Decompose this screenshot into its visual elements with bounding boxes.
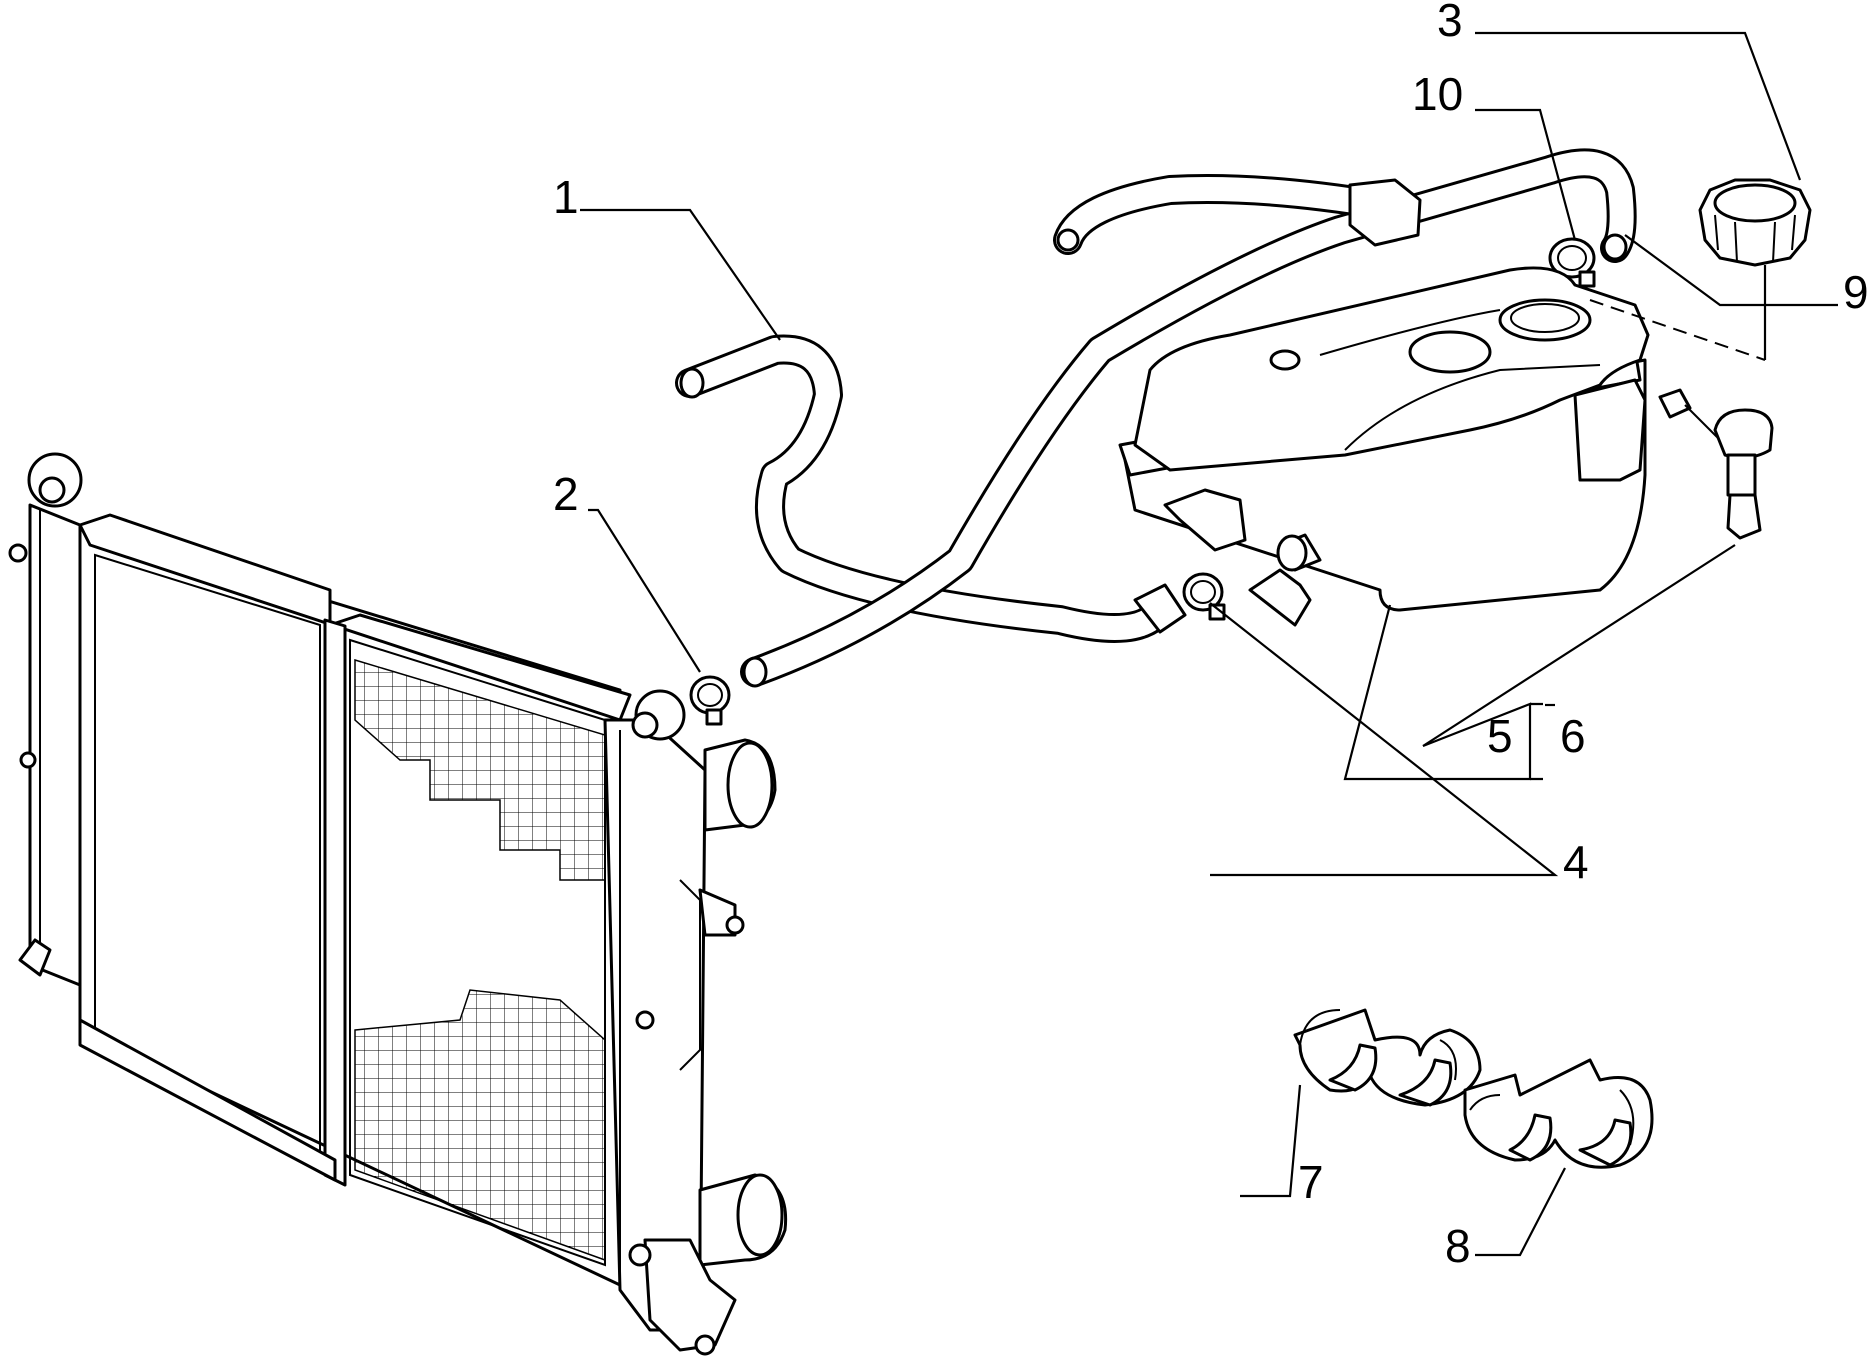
bypass-hose: [740, 148, 1637, 688]
callout-4: 4: [1563, 836, 1589, 888]
callout-1: 1: [553, 171, 579, 223]
filler-cap-3: [1698, 178, 1812, 267]
callout-7: 7: [1298, 1156, 1324, 1208]
hose-clip-7: [1293, 1008, 1482, 1107]
callout-3: 3: [1437, 0, 1463, 46]
callout-2: 2: [553, 468, 579, 520]
hose-clamp-10: [1548, 237, 1596, 288]
callout-10: 10: [1412, 68, 1463, 120]
hose-clip-8: [1463, 1058, 1654, 1169]
callout-5: 5: [1487, 710, 1513, 762]
hose-1: [675, 334, 1187, 643]
hose-clamp-2: [689, 675, 731, 726]
leader-lines: [580, 31, 1838, 1257]
radiator: [8, 452, 788, 1356]
hose-clamp-4: [1182, 572, 1226, 621]
level-sensor: [1658, 388, 1774, 540]
callout-8: 8: [1445, 1220, 1471, 1272]
expansion-tank: [1118, 266, 1650, 627]
callout-6: 6: [1560, 710, 1586, 762]
callout-9: 9: [1843, 266, 1869, 318]
